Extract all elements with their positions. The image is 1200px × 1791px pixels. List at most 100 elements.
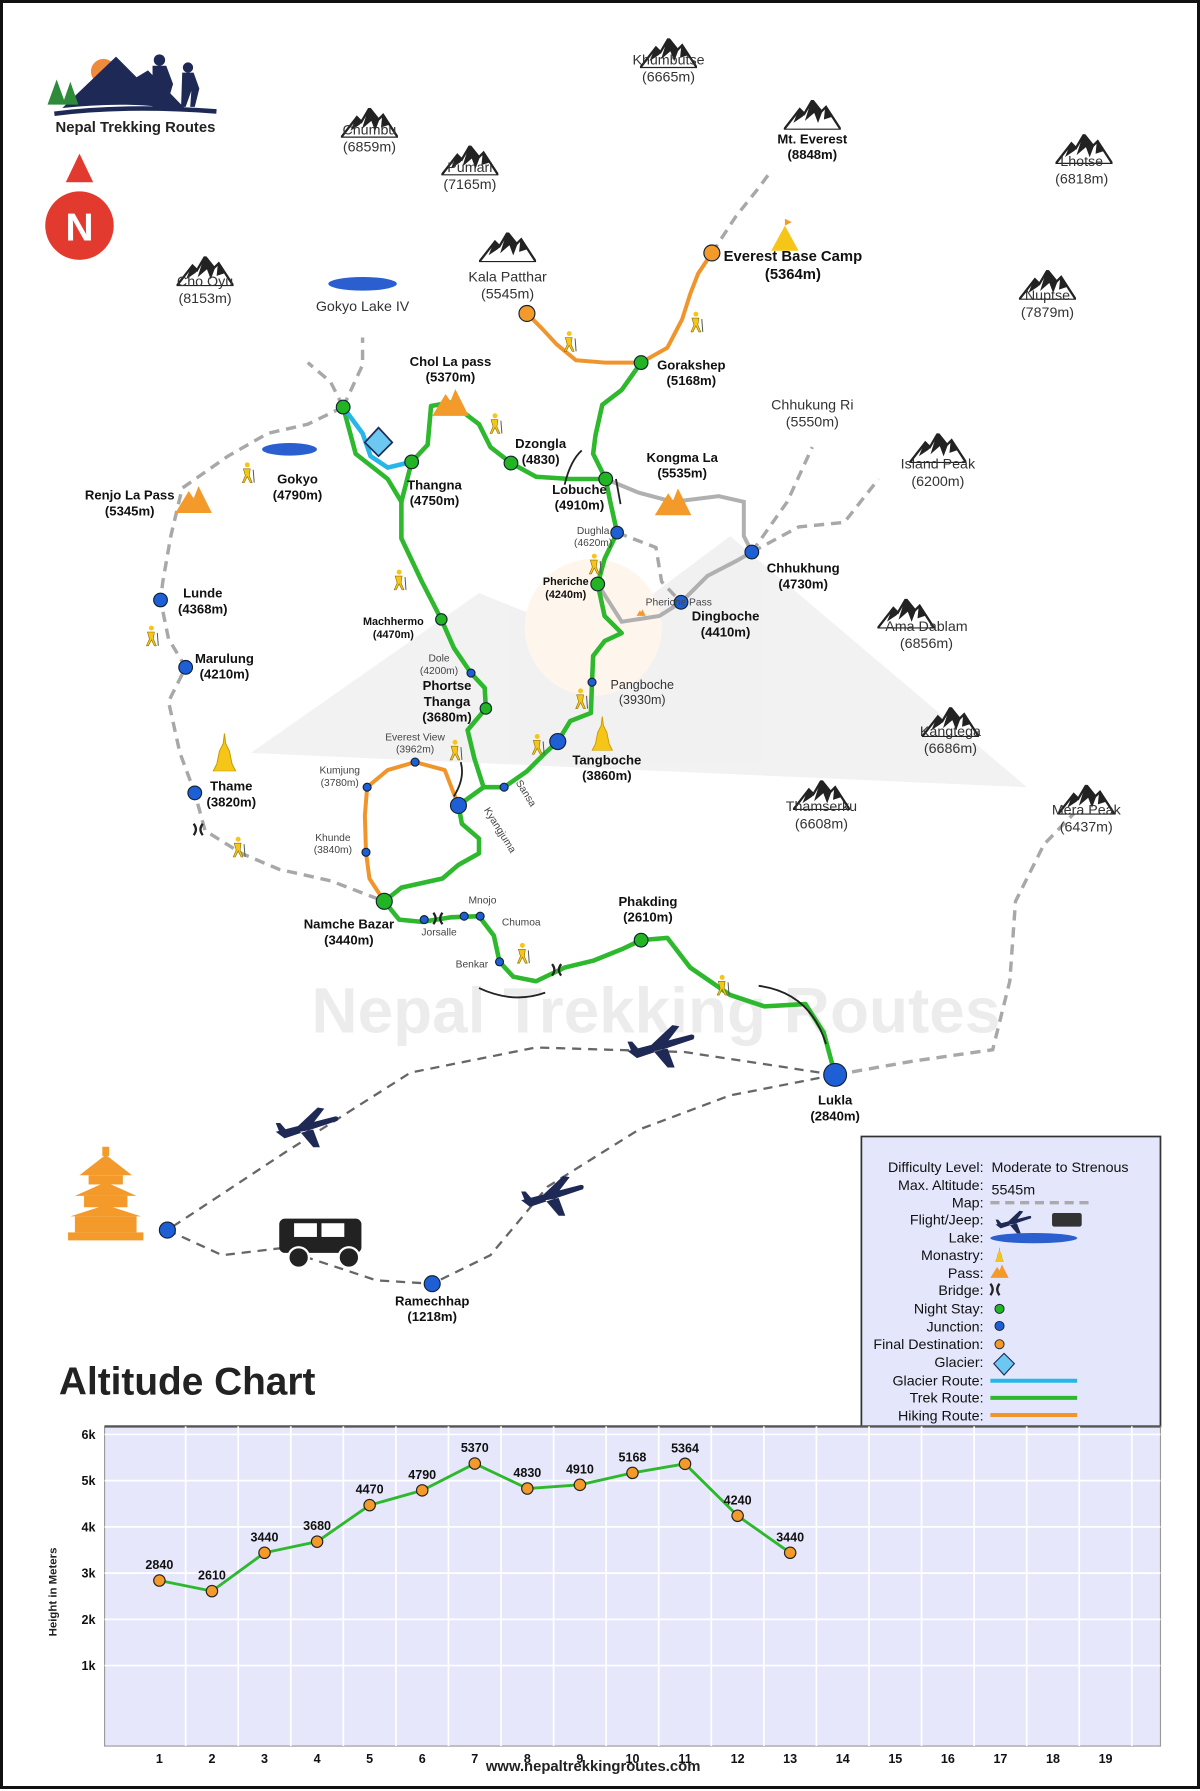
junction-marker[interactable]: [475, 911, 485, 921]
night-stay-marker[interactable]: [479, 702, 493, 715]
junction-marker[interactable]: [466, 668, 476, 678]
place-label-line: (4210m): [200, 667, 250, 682]
bridge-icons: [192, 823, 563, 977]
night-stay-marker[interactable]: [375, 892, 393, 910]
place-kongma-la[interactable]: Kongma La(5535m): [646, 450, 719, 516]
place-sansa[interactable]: [499, 782, 509, 792]
peak-label-line: Chumbu: [342, 122, 396, 138]
place-label-line: (4410m): [701, 624, 751, 639]
place-label-sansa: Sansa: [513, 778, 538, 809]
place-mnojo[interactable]: Mnojo: [459, 896, 497, 921]
junction-marker[interactable]: [449, 796, 468, 815]
place-gokyo[interactable]: Gokyo(4790m): [273, 399, 351, 502]
kathmandu-start-point[interactable]: [158, 1221, 176, 1239]
night-stay-marker[interactable]: [335, 399, 351, 415]
place-jorsalle[interactable]: Jorsalle: [419, 915, 457, 939]
junction-marker[interactable]: [549, 732, 567, 751]
junction-marker[interactable]: [423, 1275, 441, 1293]
junction-marker[interactable]: [419, 915, 429, 925]
night-stay-marker[interactable]: [503, 455, 519, 471]
hiking-route-kala-patthar: [525, 312, 642, 365]
place-label-line: Khunde: [315, 833, 351, 844]
altitude-data-label: 5364: [671, 1441, 699, 1455]
place-kumjung[interactable]: Kumjung(3780m): [319, 766, 372, 792]
final-destination-marker[interactable]: [703, 244, 721, 262]
peak-label: Mera Peak(6437m): [1052, 803, 1122, 836]
night-stay-marker[interactable]: [435, 613, 448, 626]
place-machhermo[interactable]: Machhermo(4470m): [363, 613, 448, 641]
place-chol-la-pass[interactable]: Chol La pass(5370m): [410, 354, 492, 416]
final-destination-marker[interactable]: [518, 304, 536, 323]
junction-marker[interactable]: [610, 525, 624, 540]
place-phakding[interactable]: Phakding(2610m): [618, 894, 677, 948]
place-label-line: (4200m): [420, 666, 458, 677]
place-gorakshep[interactable]: Gorakshep(5168m): [633, 355, 726, 388]
junction-marker[interactable]: [587, 677, 597, 687]
place-label: Dzongla(4830): [515, 436, 567, 467]
y-tick-label: 5k: [81, 1474, 95, 1488]
place-lunde[interactable]: Lunde(4368m): [153, 586, 228, 617]
junction-marker[interactable]: [153, 592, 168, 608]
junction-marker[interactable]: [410, 757, 420, 767]
place-marulung[interactable]: Marulung(4210m): [178, 651, 254, 682]
hiker-icon: [241, 461, 255, 484]
place-pheriche[interactable]: Pheriche(4240m): [543, 576, 606, 601]
night-stay-marker[interactable]: [633, 932, 649, 948]
place-everest-base-camp[interactable]: Everest Base Camp(5364m): [703, 244, 862, 283]
tent-icon: [771, 218, 799, 251]
place-dughla[interactable]: Dughla(4620m): [574, 525, 624, 549]
junction-marker[interactable]: [178, 659, 194, 675]
hiker-icon: [690, 311, 704, 333]
place-label: Dughla(4620m): [574, 526, 612, 549]
y-tick-label: 4k: [81, 1520, 95, 1534]
junction-marker[interactable]: [361, 847, 371, 857]
x-tick-label: 2: [208, 1752, 215, 1766]
legend-glacier-route-label: Glacier Route:: [892, 1373, 983, 1389]
place-chumoa[interactable]: Chumoa: [475, 911, 541, 928]
place-renjo-la-pass[interactable]: Renjo La Pass(5345m): [85, 486, 212, 518]
junction-marker[interactable]: [494, 957, 505, 967]
place-label-line: (4620m): [574, 538, 612, 549]
place-kala-patthar[interactable]: Kala Patthar(5545m): [468, 270, 547, 323]
peak-label-line: Pumari: [447, 160, 492, 176]
junction-marker[interactable]: [459, 911, 469, 921]
place-chhukhung[interactable]: Chhukhung(4730m): [744, 544, 840, 591]
place-thame[interactable]: Thame(3820m): [187, 779, 256, 810]
junction-marker[interactable]: [187, 785, 203, 801]
night-stay-marker[interactable]: [598, 471, 614, 487]
place-label-line: (3440m): [324, 932, 374, 947]
place-khunde[interactable]: Khunde(3840m): [314, 833, 371, 857]
place-label-line: Jorsalle: [421, 928, 457, 939]
place-pangboche[interactable]: Pangboche(3930m): [587, 677, 674, 707]
night-stay-marker[interactable]: [590, 576, 606, 592]
place-lobuche[interactable]: Lobuche(4910m): [552, 471, 614, 513]
place-thangna[interactable]: Thangna(4750m): [404, 454, 463, 508]
place-ramechhap[interactable]: Ramechhap(1218m): [395, 1275, 469, 1324]
x-tick-label: 17: [993, 1752, 1007, 1766]
place-benkar[interactable]: Benkar: [456, 957, 505, 971]
place-dole[interactable]: Dole(4200m): [420, 654, 476, 678]
place-lukla[interactable]: Lukla(2840m): [810, 1062, 860, 1124]
junction-marker[interactable]: [744, 544, 760, 560]
place-label: Lukla(2840m): [810, 1093, 860, 1124]
place-pheriche-pass[interactable]: Pheriche Pass: [636, 598, 712, 616]
night-stay-marker[interactable]: [633, 355, 649, 370]
junction-marker[interactable]: [823, 1062, 848, 1087]
place-tangboche[interactable]: Tangboche(3860m): [549, 732, 642, 784]
junction-marker[interactable]: [673, 594, 689, 610]
peak-label-line: Mera Peak: [1052, 803, 1122, 819]
footer-url[interactable]: www.nepaltrekkingroutes.com: [485, 1759, 701, 1775]
place-kyangjuma[interactable]: [449, 796, 468, 815]
place-everest-view[interactable]: Everest View(3962m): [385, 732, 446, 767]
place-namche-bazar[interactable]: Namche Bazar(3440m): [304, 892, 394, 947]
place-label: Gorakshep(5168m): [657, 357, 725, 388]
place-dzongla[interactable]: Dzongla(4830): [503, 436, 567, 471]
place-dingboche[interactable]: Dingboche(4410m): [673, 594, 759, 639]
junction-marker[interactable]: [362, 782, 372, 792]
legend-monastry-label: Monastry:: [921, 1248, 984, 1264]
junction-marker[interactable]: [499, 782, 509, 792]
mountain-icon: [783, 100, 841, 130]
night-stay-marker[interactable]: [404, 454, 420, 470]
y-tick-label: 3k: [81, 1567, 95, 1581]
